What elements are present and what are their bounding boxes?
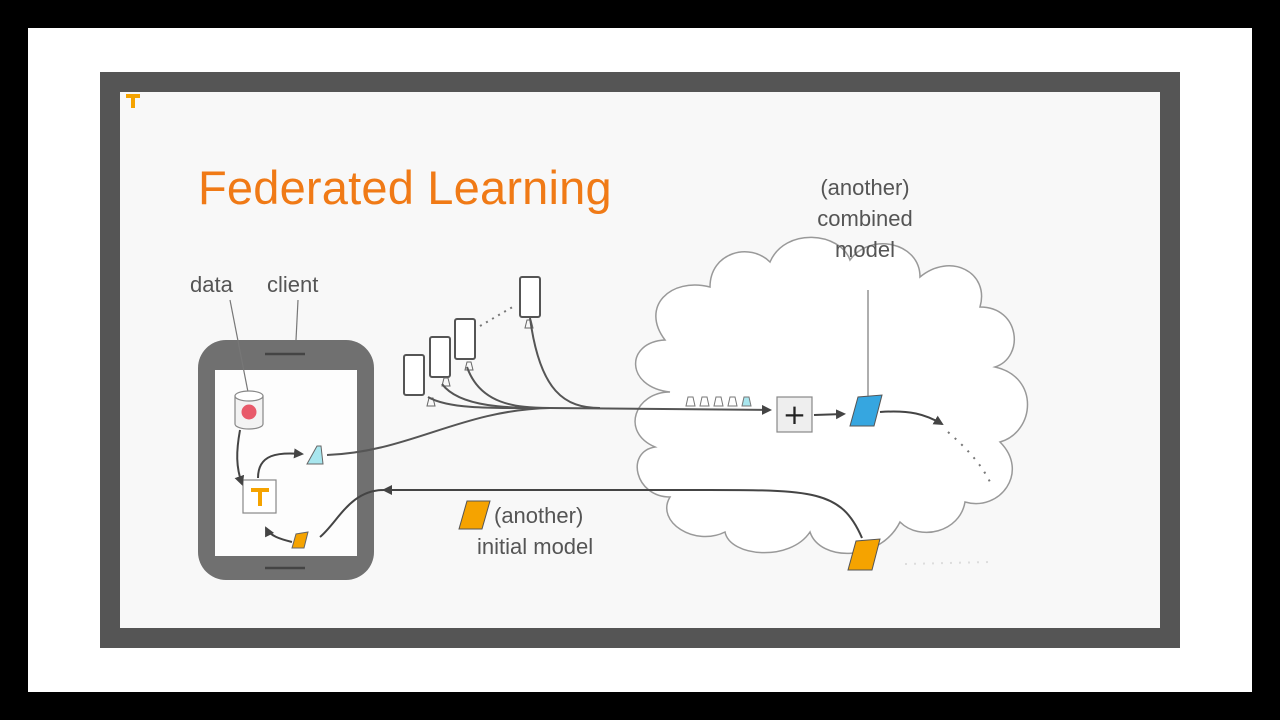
client-label: client bbox=[267, 272, 319, 297]
phone-icon bbox=[454, 318, 476, 371]
initial-line-2: initial model bbox=[477, 534, 594, 559]
update-streams bbox=[326, 317, 772, 456]
cloud-icon bbox=[634, 236, 1029, 554]
diagram: + bbox=[126, 94, 1029, 580]
phone-icon bbox=[403, 354, 436, 407]
initial-model-icon bbox=[847, 538, 881, 571]
update-icon bbox=[306, 445, 324, 465]
tensorflow-logo-icon bbox=[126, 94, 140, 108]
plus-icon: + bbox=[776, 396, 813, 433]
plus-symbol: + bbox=[783, 398, 806, 431]
combined-line-2: combined bbox=[817, 206, 913, 231]
local-model-icon bbox=[242, 479, 277, 514]
phone-icon bbox=[429, 336, 451, 387]
combined-model-label: (another) combined model bbox=[790, 172, 940, 265]
initial-model-label-icon bbox=[458, 500, 491, 530]
initial-model-label: (another) initial model bbox=[470, 500, 635, 562]
data-label: data bbox=[190, 272, 233, 297]
combined-model-icon bbox=[849, 394, 883, 427]
slide: + Federated Learning data client (anothe… bbox=[120, 92, 1160, 628]
combined-line-1: (another) bbox=[820, 175, 910, 200]
slide-title: Federated Learning bbox=[198, 161, 612, 214]
database-icon bbox=[234, 390, 264, 430]
received-model-icon bbox=[291, 531, 309, 549]
phone-icon bbox=[519, 276, 541, 329]
traveling-updates bbox=[685, 396, 752, 407]
initial-line-1: (another) bbox=[494, 503, 584, 528]
other-phones bbox=[403, 276, 541, 407]
combined-line-3: model bbox=[835, 237, 895, 262]
phone-client bbox=[198, 340, 374, 580]
